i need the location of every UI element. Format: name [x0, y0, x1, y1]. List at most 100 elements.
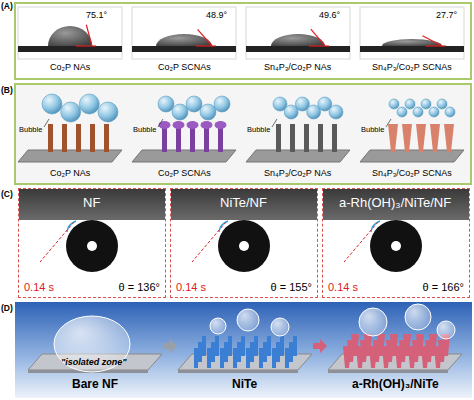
process-arrow [163, 339, 177, 353]
gas-bubble [397, 107, 407, 117]
substrate [360, 46, 464, 52]
gas-bubble [405, 99, 415, 109]
nite-nanorod [267, 336, 271, 356]
gas-bubble [210, 318, 226, 334]
angle-value: 27.7° [436, 10, 457, 20]
nanoarray-rod [48, 124, 53, 152]
gas-bubble [98, 102, 118, 122]
gas-bubble [445, 107, 455, 117]
rh-coated-nanorod [382, 346, 390, 368]
process-arrow [313, 339, 327, 353]
nanoarray-rod [76, 124, 81, 152]
sample-name: Bare NF [72, 378, 118, 392]
gas-bubble [421, 99, 431, 109]
contact-angle: θ = 166° [423, 281, 464, 294]
nanoarray-rod [304, 124, 309, 152]
bubble-label: Bubble [361, 126, 384, 135]
nite-nanorod [285, 348, 289, 368]
substrate [246, 46, 350, 52]
sample-bar [171, 189, 317, 220]
sample-panel: NiTe/NF0.14 sθ = 155° [170, 188, 318, 298]
nanoarray-rod [332, 124, 337, 152]
tangent-line [198, 29, 212, 46]
bubble-label: Bubble [19, 126, 42, 135]
gas-bubble [359, 308, 387, 336]
zone-label: "isolated zone" [61, 357, 127, 367]
gas-bubble [329, 105, 343, 119]
time-stamp: 0.14 s [176, 281, 206, 294]
baseline [426, 45, 446, 46]
nanoarray-cone [402, 124, 412, 152]
water-droplet [382, 39, 442, 46]
panel-frame [15, 84, 471, 184]
baseline [309, 45, 329, 46]
photo-frame [360, 7, 464, 59]
rh-coated-nanorod [421, 346, 429, 368]
nite-nanorod [198, 342, 202, 362]
baseline [76, 45, 96, 46]
nite-nanorod [246, 348, 250, 368]
panel-frame [15, 3, 471, 79]
gas-bubble [186, 96, 202, 112]
tangent-line [192, 222, 226, 262]
gas-bubble [389, 99, 399, 109]
plate-edge [328, 370, 448, 373]
bubble-highlight [239, 241, 249, 251]
sample-name: Co₂P SCNAs [158, 168, 211, 178]
panel-letter: (B) [1, 86, 13, 96]
nanoarray-cone [444, 124, 454, 152]
surface-cluster [173, 121, 185, 129]
sample-name: a-Rh(OH)₃/NiTe/NF [339, 196, 451, 211]
gas-bubble [79, 94, 99, 114]
panel-letter: (A) [1, 2, 13, 12]
angle-value: 75.1° [86, 10, 107, 20]
rh-coated-nanorod [395, 346, 403, 368]
nite-nanorod [220, 348, 224, 368]
photo-frame [132, 7, 236, 59]
plate-edge [178, 370, 298, 373]
gas-bubble [158, 96, 174, 112]
nanoarray-rod [90, 124, 95, 152]
time-stamp: 0.14 s [24, 281, 54, 294]
nite-nanorod [254, 336, 258, 356]
nanoarray-cone [388, 124, 398, 152]
nanoarray-cone [416, 124, 426, 152]
nanoarray-rod [290, 124, 295, 152]
surface-cluster [159, 121, 171, 129]
angle-arc [67, 221, 76, 232]
nite-nanorod [263, 342, 267, 362]
nanoarray-rod [276, 124, 281, 152]
gas-bubble [413, 107, 423, 117]
nite-nanorod [194, 348, 198, 368]
nite-nanorod [207, 348, 211, 368]
nanoarray-rod [318, 124, 323, 152]
sample-bar [19, 189, 165, 220]
gas-bubble [370, 220, 422, 272]
sample-name: Co₂P SCNAs [158, 62, 211, 72]
nite-nanorod [228, 336, 232, 356]
sample-name: Sn₄P₃/Co₂P NAs [264, 62, 331, 72]
nite-nanorod [202, 336, 206, 356]
leader-line [386, 119, 391, 127]
sample-name: NiTe [232, 378, 257, 392]
gas-bubble [42, 94, 62, 114]
gas-bubble [437, 99, 447, 109]
baseline [196, 45, 216, 46]
panel-letter: (C) [1, 190, 13, 200]
tangent-line [344, 222, 378, 262]
sample-name: Sn₄P₃/Co₂P SCNAs [372, 62, 452, 72]
nite-nanorod [289, 342, 293, 362]
sample-name: a-Rh(OH)₃/NiTe [352, 378, 439, 392]
gas-bubble [218, 220, 270, 272]
nite-nanorod [272, 348, 276, 368]
panel-background [15, 302, 472, 398]
bubble-label: Bubble [133, 126, 156, 135]
panel-letter: (D) [1, 304, 13, 314]
bubble-highlight [391, 241, 401, 251]
rh-coated-nanorod [343, 346, 351, 368]
nite-nanorod [237, 342, 241, 362]
surface-cluster [187, 121, 199, 129]
rh-coated-nanorod [408, 346, 416, 368]
sample-name: Sn₄P₃/Co₂P NAs [264, 168, 331, 178]
sample-name: NiTe/NF [220, 196, 267, 211]
